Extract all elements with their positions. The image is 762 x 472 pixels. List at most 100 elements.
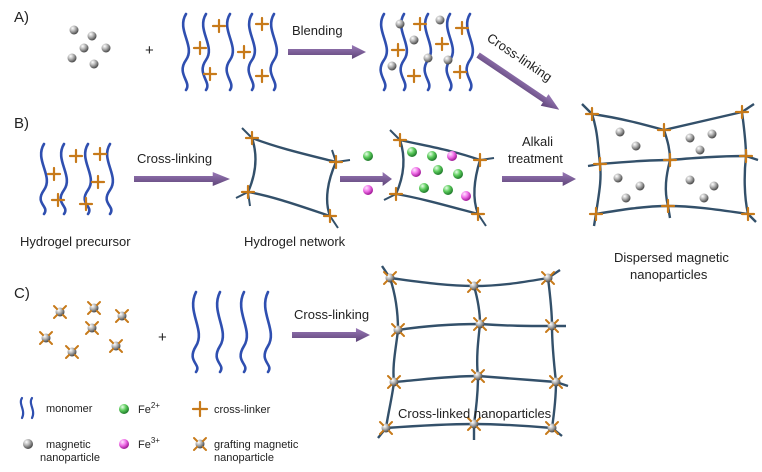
nanoparticle: [695, 145, 705, 155]
monomer-chain: [465, 12, 475, 92]
grafting-particle: [467, 279, 481, 293]
nanoparticle: [87, 31, 97, 41]
fe2-ion: [363, 151, 373, 161]
monomer-chain: [247, 12, 257, 92]
caption-crosslinked-nanoparticles: Cross-linked nanoparticles: [398, 406, 552, 421]
crosslinker-mark: [236, 44, 252, 60]
legend-fe3-icon: [119, 439, 129, 449]
dispersed-network: [581, 103, 759, 227]
nanoparticle: [89, 59, 99, 69]
monomer-chain: [423, 12, 433, 92]
nanoparticle: [685, 133, 695, 143]
dispersed-particles: [613, 127, 719, 203]
caption-dispersed-line1: Dispersed magnetic: [614, 250, 729, 265]
caption-dispersed-line2: nanoparticles: [630, 267, 708, 282]
crosslinker-mark: [322, 208, 338, 224]
fe2-ion: [419, 183, 429, 193]
monomer-chain: [181, 12, 191, 92]
b-precursor-chains: [39, 142, 115, 216]
grafting-particle: [545, 421, 559, 435]
fe2-ion: [453, 169, 463, 179]
legend-magnetic-line1: magnetic: [46, 439, 91, 451]
nanoparticle: [709, 181, 719, 191]
grafting-particle: [87, 301, 101, 315]
a-blend-chains: [379, 12, 475, 92]
grafting-particle: [387, 375, 401, 389]
legend-fe2-label: Fe2+: [138, 401, 160, 416]
grafting-particle: [379, 421, 393, 435]
legend-grafting-line2: nanoparticle: [214, 452, 274, 464]
monomer-chain: [269, 12, 279, 92]
a-precursor-chains: [181, 12, 279, 92]
grafting-particle: [391, 323, 405, 337]
monomer-chain: [83, 142, 93, 216]
a-nanoparticles: [67, 25, 111, 69]
nanoparticle: [615, 127, 625, 137]
fe3-ion: [461, 191, 471, 201]
nanoparticle: [67, 53, 77, 63]
a-crosslinking-label: Cross-linking: [484, 30, 555, 84]
c-crosslinking-arrow: [292, 328, 370, 342]
crosslinker-mark: [254, 16, 270, 32]
grafting-particle: [53, 305, 67, 319]
monomer-chain: [201, 12, 211, 92]
nanoparticle: [423, 53, 433, 63]
crosslinker-mark: [78, 196, 94, 212]
monomer-chain: [215, 290, 225, 374]
b-precursor-crosslinkers: [46, 146, 108, 212]
section-a-label: A): [14, 9, 29, 26]
legend: monomer Fe2+ cross-linker magnetic nanop…: [19, 396, 299, 464]
crosslinker-mark: [240, 184, 256, 200]
nanoparticle: [707, 129, 717, 139]
crosslinker-mark: [390, 42, 406, 58]
treatment-label: treatment: [508, 151, 563, 166]
crosslinker-mark: [68, 148, 84, 164]
crosslinker-mark: [412, 16, 428, 32]
monomer-chain: [191, 290, 201, 374]
crosslinker-mark: [92, 146, 108, 162]
fe2-ion: [427, 151, 437, 161]
crosslinker-mark: [90, 174, 106, 190]
monomer-chain: [445, 12, 455, 92]
crosslinker-mark: [244, 130, 260, 146]
caption-hydrogel-network: Hydrogel network: [244, 234, 346, 249]
monomer-chain: [105, 142, 115, 216]
blending-label: Blending: [292, 23, 343, 38]
a-blend-crosslinkers: [390, 16, 470, 84]
grafting-particle: [115, 309, 129, 323]
a-crosslinkers: [192, 16, 270, 84]
grafting-particle: [541, 271, 555, 285]
caption-hydrogel-precursor: Hydrogel precursor: [20, 234, 131, 249]
grafting-particle: [549, 375, 563, 389]
nanoparticle: [631, 141, 641, 151]
nanoparticle: [409, 35, 419, 45]
grafting-particle: [109, 339, 123, 353]
legend-monomer-label: monomer: [46, 403, 93, 415]
c-crosslinking-label: Cross-linking: [294, 307, 369, 322]
section-c-label: C): [14, 285, 30, 302]
monomer-chain: [59, 142, 69, 216]
grafting-particle: [39, 331, 53, 345]
fe2-ion: [407, 147, 417, 157]
blending-arrow: [288, 45, 366, 59]
legend-crosslinker-label: cross-linker: [214, 404, 271, 416]
grafting-particle: [473, 317, 487, 331]
nanoparticle: [685, 175, 695, 185]
crosslinker-mark: [192, 40, 208, 56]
a-blend-particles: [387, 15, 453, 71]
grafting-particle: [471, 369, 485, 383]
monomer-chain: [39, 142, 49, 216]
b-crosslinking-arrow: [134, 172, 230, 186]
nanoparticle: [395, 19, 405, 29]
crosslinked-nodes: [379, 271, 563, 435]
legend-nanoparticle-icon: [23, 439, 33, 449]
nanoparticle: [101, 43, 111, 53]
crosslinker-mark: [434, 36, 450, 52]
c-grafting-particles: [39, 301, 129, 359]
crosslinker-mark: [202, 66, 218, 82]
crosslinker-mark: [211, 18, 227, 34]
nanoparticle: [621, 193, 631, 203]
monomer-chain: [263, 290, 273, 374]
